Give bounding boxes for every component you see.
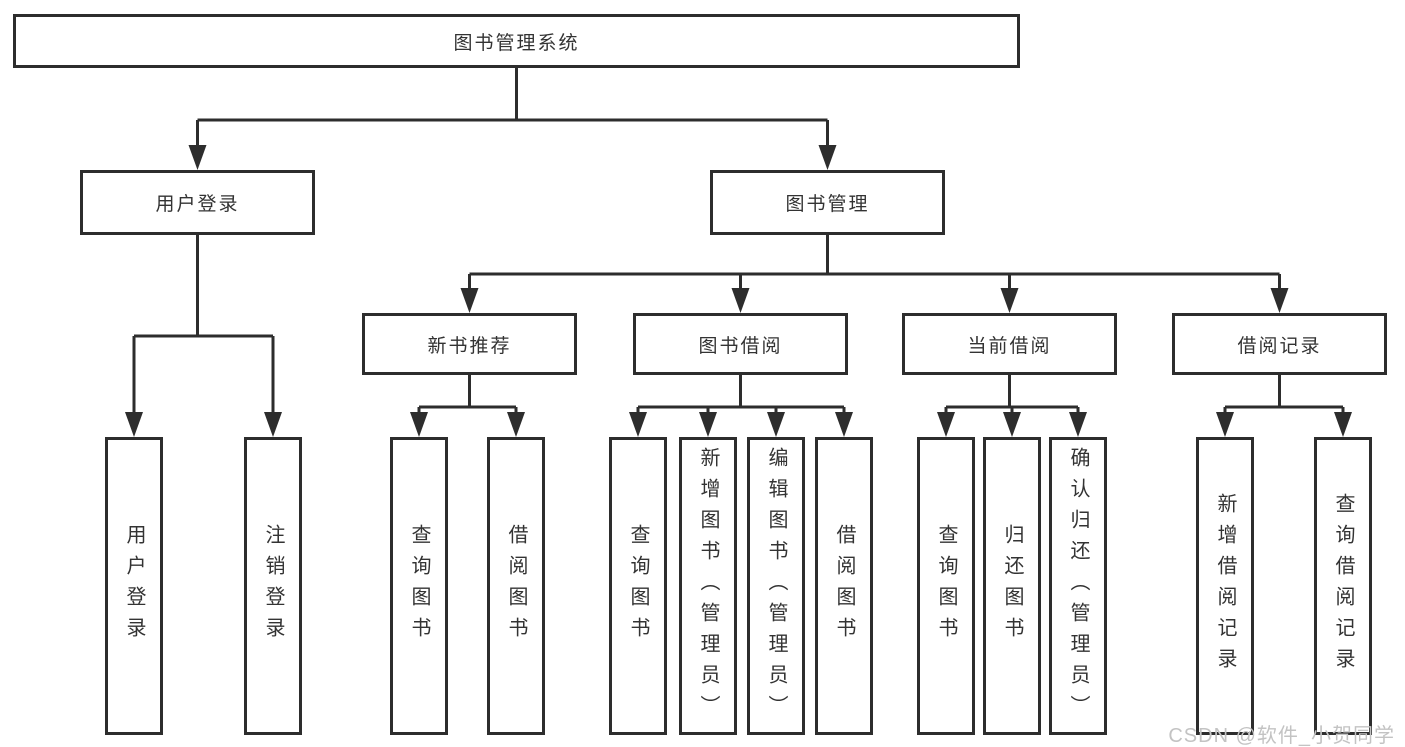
arrowhead-icon	[818, 145, 837, 170]
leaf-query-borrow-record: 查询借阅记录	[1314, 437, 1372, 735]
node-book-management: 图书管理	[710, 170, 945, 235]
arrowhead-icon	[629, 412, 647, 437]
arrowhead-icon	[507, 412, 525, 437]
connector-user-to-leaves	[125, 235, 282, 437]
node-new-book-recommend: 新书推荐	[362, 313, 577, 375]
node-label: 确认归还（管理员）	[1067, 446, 1089, 726]
node-label: 用户登录	[123, 524, 145, 648]
connector-current-to-leaves	[937, 375, 1087, 437]
node-label: 编辑图书（管理员）	[765, 446, 787, 726]
csdn-watermark: CSDN @软件_小贺同学	[1168, 725, 1395, 747]
arrowhead-icon	[767, 412, 785, 437]
connector-recommend-to-leaves	[410, 375, 525, 437]
arrowhead-icon	[731, 288, 750, 313]
node-label: 查询图书	[935, 524, 957, 648]
arrowhead-icon	[1003, 412, 1021, 437]
arrowhead-icon	[410, 412, 428, 437]
leaf-confirm-return-admin: 确认归还（管理员）	[1049, 437, 1107, 735]
node-label: 图书管理系统	[453, 32, 580, 54]
node-label: 图书管理	[785, 194, 870, 215]
node-label: 图书借阅	[698, 335, 783, 357]
node-user-login: 用户登录	[80, 170, 315, 235]
node-label: 借阅图书	[505, 524, 527, 648]
arrowhead-icon	[125, 412, 143, 437]
arrowhead-icon	[460, 288, 479, 313]
leaf-query-books-recommend: 查询图书	[390, 437, 448, 735]
node-book-borrowing: 图书借阅	[633, 313, 848, 375]
node-label: 当前借阅	[967, 335, 1052, 357]
node-current-borrowing: 当前借阅	[902, 313, 1117, 375]
node-borrowing-records: 借阅记录	[1172, 313, 1387, 375]
leaf-add-books-admin: 新增图书（管理员）	[679, 437, 737, 735]
leaf-edit-books-admin: 编辑图书（管理员）	[747, 437, 805, 735]
arrowhead-icon	[188, 145, 207, 170]
arrowhead-icon	[264, 412, 282, 437]
arrowhead-icon	[835, 412, 853, 437]
node-label: 新增图书（管理员）	[697, 446, 719, 726]
leaf-user-login: 用户登录	[105, 437, 163, 735]
arrowhead-icon	[699, 412, 717, 437]
leaf-query-books-borrow: 查询图书	[609, 437, 667, 735]
leaf-add-borrow-record: 新增借阅记录	[1196, 437, 1254, 735]
arrowhead-icon	[937, 412, 955, 437]
node-label: 借阅记录	[1237, 335, 1322, 357]
leaf-borrow-books: 借阅图书	[815, 437, 873, 735]
node-label: 归还图书	[1001, 524, 1023, 648]
node-label: 查询图书	[627, 524, 649, 648]
leaf-borrow-books-recommend: 借阅图书	[487, 437, 545, 735]
node-label: 查询借阅记录	[1332, 493, 1354, 679]
leaf-query-books-current: 查询图书	[917, 437, 975, 735]
arrowhead-icon	[1334, 412, 1352, 437]
arrowhead-icon	[1000, 288, 1019, 313]
node-label: 新书推荐	[427, 335, 512, 357]
connector-management-to-level3	[460, 235, 1289, 313]
node-library-management-system: 图书管理系统	[13, 14, 1020, 68]
connector-records-to-leaves	[1216, 375, 1352, 437]
arrowhead-icon	[1270, 288, 1289, 313]
node-label: 新增借阅记录	[1214, 493, 1236, 679]
arrowhead-icon	[1216, 412, 1234, 437]
leaf-return-books: 归还图书	[983, 437, 1041, 735]
arrowhead-icon	[1069, 412, 1087, 437]
node-label: 借阅图书	[833, 524, 855, 648]
node-label: 注销登录	[262, 524, 284, 648]
node-label: 查询图书	[408, 524, 430, 648]
node-label: 用户登录	[155, 194, 240, 215]
connector-borrow-to-leaves	[629, 375, 853, 437]
leaf-logout: 注销登录	[244, 437, 302, 735]
connector-root-to-level2	[188, 68, 837, 170]
